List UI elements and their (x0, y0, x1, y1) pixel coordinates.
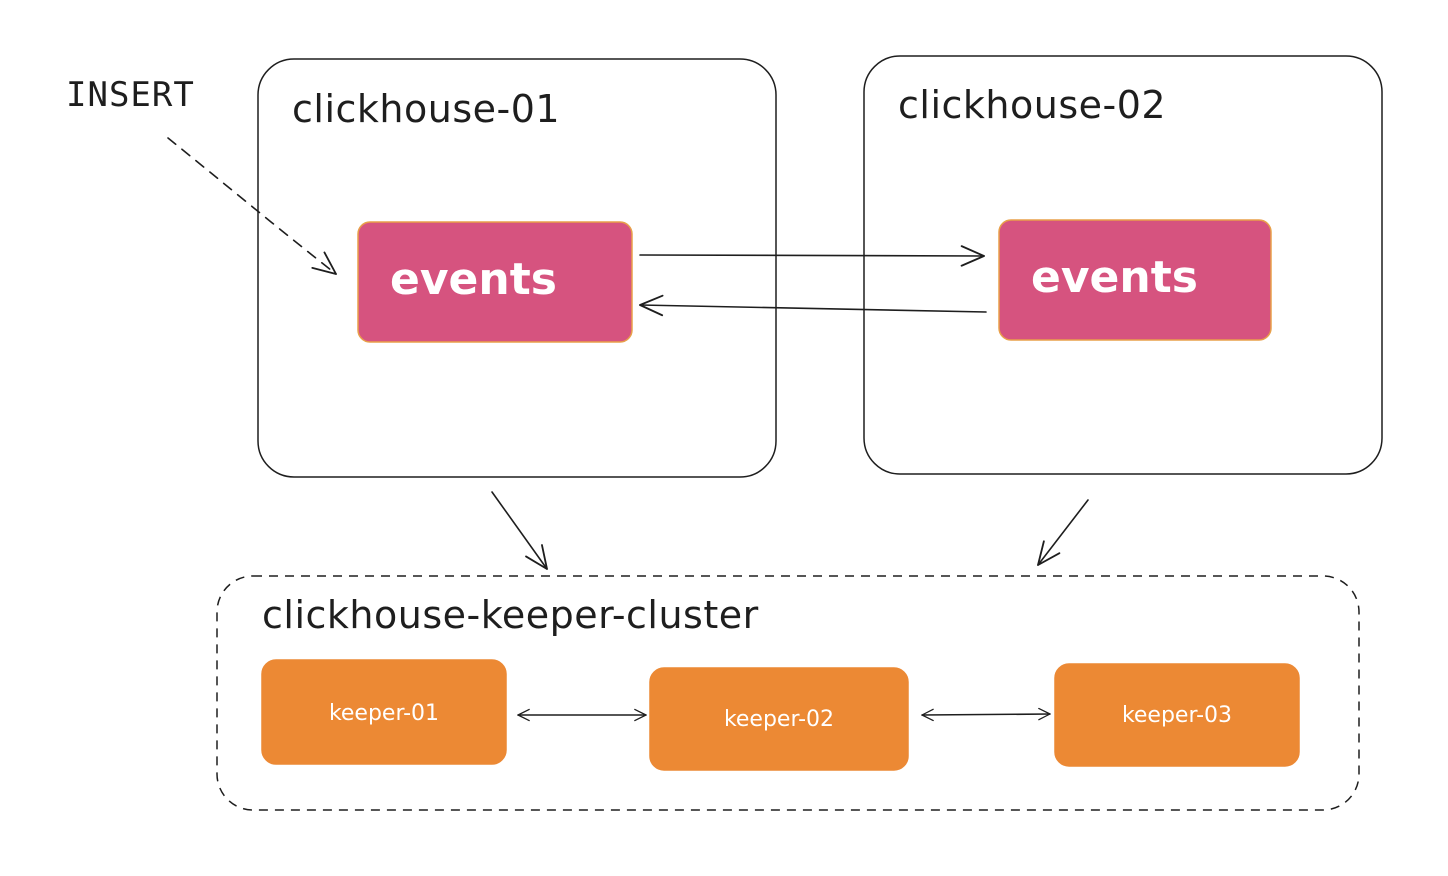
keeper-node-03[interactable]: keeper-03 (1054, 663, 1300, 767)
node-box (257, 58, 777, 478)
keeper-cluster: clickhouse-keeper-cluster keeper-01 keep… (216, 575, 1360, 811)
table-label: events (1031, 252, 1198, 303)
table-box (998, 219, 1272, 341)
insert-label: INSERT (66, 75, 195, 115)
node-title: clickhouse-01 (292, 87, 560, 131)
keeper-box (261, 659, 507, 765)
keeper-node-02[interactable]: keeper-02 (649, 667, 909, 771)
keeper-link-02-03 (921, 707, 1051, 722)
node-clickhouse-02: clickhouse-02 events (863, 55, 1383, 475)
keeper-node-01[interactable]: keeper-01 (261, 659, 507, 765)
insert-arrow (167, 137, 337, 275)
node-01-to-keeper-arrow (491, 491, 548, 570)
node-02-to-keeper-arrow (1037, 499, 1089, 566)
keeper-cluster-box (216, 575, 1360, 811)
keeper-label: keeper-02 (724, 707, 834, 732)
keeper-box (649, 667, 909, 771)
node-box (863, 55, 1383, 475)
table-box (357, 221, 633, 343)
keeper-box (1054, 663, 1300, 767)
keeper-label: keeper-01 (329, 701, 439, 726)
node-title: clickhouse-02 (898, 83, 1166, 127)
table-events[interactable]: events (998, 219, 1272, 341)
keeper-label: keeper-03 (1122, 703, 1232, 728)
table-label: events (390, 254, 557, 305)
node-clickhouse-01: clickhouse-01 events (257, 58, 777, 478)
replication-arrow-forward (639, 245, 985, 267)
replication-arrow-backward (639, 294, 987, 317)
keeper-cluster-title: clickhouse-keeper-cluster (262, 593, 759, 637)
table-events[interactable]: events (357, 221, 633, 343)
